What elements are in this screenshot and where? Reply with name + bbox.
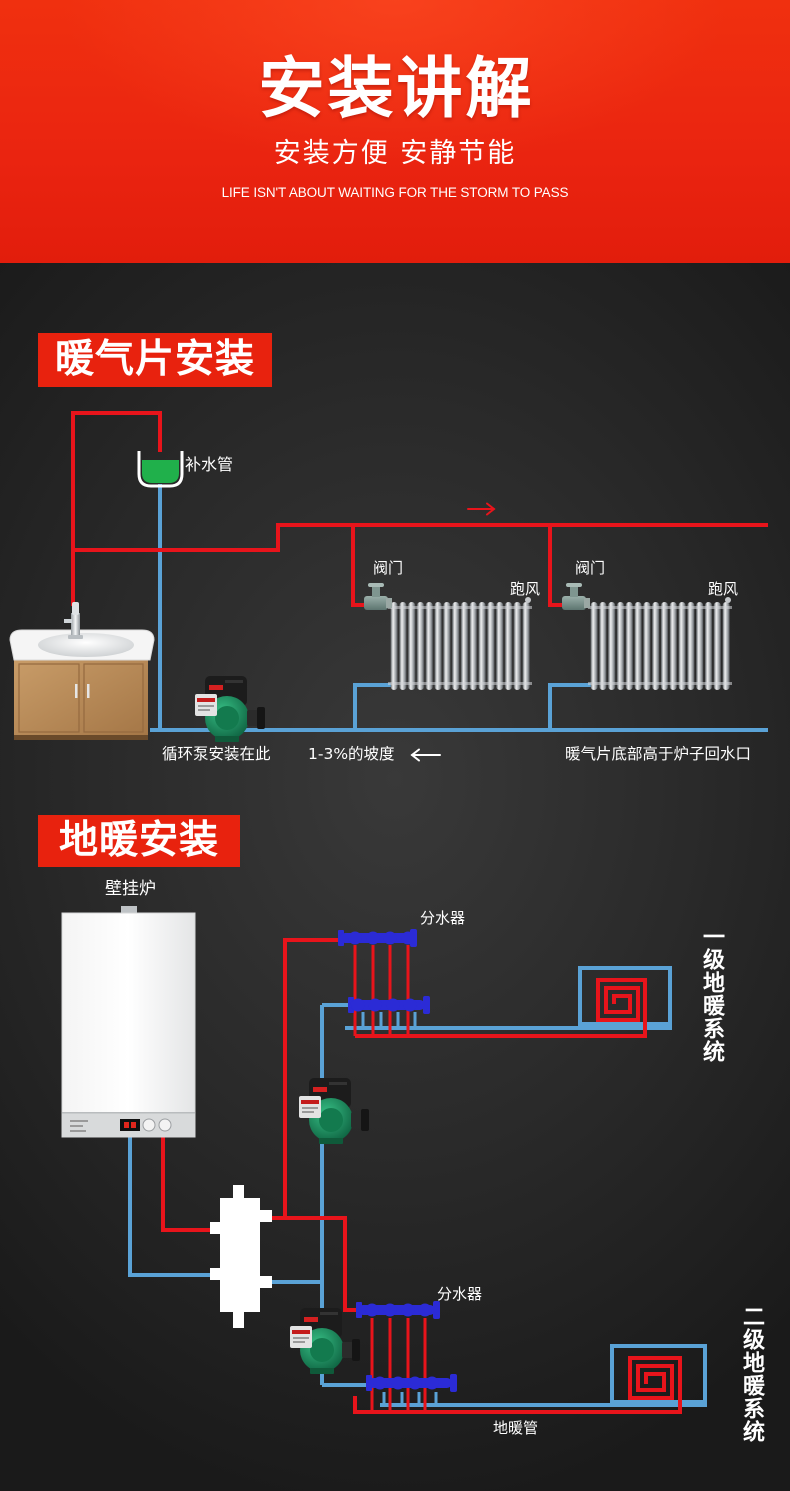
radiator-1 <box>388 597 532 690</box>
boiler-knob-icon <box>158 1118 172 1132</box>
floor-loop-2-return-line <box>380 1400 707 1407</box>
boiler-return-pipe <box>128 1137 212 1277</box>
radiator-supply-pipes <box>71 411 768 607</box>
boiler-display-segment <box>131 1122 136 1128</box>
manifold-2-supply-pipe <box>262 1216 360 1312</box>
cabinet-door-right <box>83 663 144 733</box>
cabinet-base <box>14 735 148 740</box>
manifold-supply-branches <box>353 945 427 1412</box>
manifold-2-return <box>366 1374 457 1392</box>
air-vent-2-label: 跑风 <box>708 580 739 598</box>
manifold-return-stubs <box>361 1012 438 1405</box>
system-1-label: 一级地暖系统 <box>699 925 724 1063</box>
floor-loop-2-return <box>610 1344 707 1404</box>
makeup-water-tank <box>137 451 184 488</box>
valve-2-label: 阀门 <box>575 559 606 577</box>
radiator-2-fins <box>590 602 730 690</box>
radiator-1-top-header <box>388 606 532 609</box>
floor-loop-1-return-line <box>345 1022 672 1030</box>
floor-loop-1-return <box>578 966 672 1026</box>
radiator-return-pipes <box>150 484 768 732</box>
radiator-valve-1-icon <box>364 583 392 610</box>
valve-1-label: 阀门 <box>373 559 404 577</box>
boiler-label: 壁挂炉 <box>105 879 156 899</box>
boiler-panel-mark <box>70 1130 86 1132</box>
floor-loop-1-supply <box>355 978 647 1038</box>
manifold-1-return <box>348 996 430 1014</box>
boiler-flue <box>121 906 137 914</box>
floor-supply-pipes <box>161 938 682 1414</box>
circulation-pump-system-1 <box>299 1078 369 1144</box>
radiator-2-top-header <box>588 606 732 609</box>
floor-pipe-label: 地暖管 <box>493 1419 539 1437</box>
radiator-2-supply-pipe <box>548 525 564 607</box>
radiator-2-bottom-header <box>588 682 732 685</box>
arrow-left-icon <box>410 748 441 762</box>
cabinet-door-left <box>18 663 80 733</box>
faucet-icon <box>64 602 83 639</box>
boiler-panel-mark <box>70 1120 88 1122</box>
manifold-1-label: 分水器 <box>420 909 466 927</box>
pump-location-label: 循环泵安装在此 <box>162 745 271 763</box>
radiator-1-return-pipe <box>353 683 392 730</box>
radiator-1-fins <box>390 602 530 690</box>
boiler-panel-edge <box>62 1112 195 1114</box>
wall-hung-boiler <box>61 906 196 1138</box>
manifold-1-supply <box>338 929 417 947</box>
slope-label: 1-3%的坡度 <box>308 745 395 763</box>
cabinet-handle-left <box>75 684 78 698</box>
radiator-2 <box>588 597 732 690</box>
air-vent-1-icon <box>525 597 531 603</box>
manifold-2-supply <box>356 1301 440 1319</box>
faucet-supply-pipe <box>71 411 162 606</box>
circulation-pump-system-2 <box>290 1308 360 1374</box>
boiler-display <box>120 1119 140 1131</box>
hydraulic-separator <box>210 1185 272 1328</box>
radiator-height-note: 暖气片底部高于炉子回水口 <box>565 745 752 763</box>
system-2-label: 二级地暖系统 <box>739 1305 764 1443</box>
boiler-knob-icon <box>142 1118 156 1132</box>
circulation-pump-radiator <box>195 676 265 742</box>
floor-return-pipes <box>128 966 707 1407</box>
manifold-2-label: 分水器 <box>437 1285 483 1303</box>
page-subtitle: 安装方便 安静节能 <box>273 138 517 169</box>
boiler-panel-mark <box>70 1125 83 1127</box>
boiler-supply-pipe <box>161 1137 212 1232</box>
boiler-display-segment <box>124 1122 129 1128</box>
air-vent-2-icon <box>725 597 731 603</box>
air-vent-1-label: 跑风 <box>510 580 541 598</box>
basin-bowl <box>38 633 134 657</box>
supply-main-pipe <box>73 523 768 552</box>
installation-content <box>0 263 790 1491</box>
hero-banner: 安装讲解 安装方便 安静节能 LIFE ISN'T ABOUT WAITING … <box>0 0 790 263</box>
makeup-water-level <box>142 460 179 483</box>
radiator-1-bottom-header <box>388 682 532 685</box>
boiler-body <box>61 912 196 1138</box>
radiator-valve-2-icon <box>562 583 590 610</box>
radiator-1-supply-pipe <box>351 525 366 607</box>
page-slogan: LIFE ISN'T ABOUT WAITING FOR THE STORM T… <box>221 185 569 200</box>
section-badge-floor-heating: 地暖安装 <box>38 815 240 867</box>
washbasin-cabinet <box>9 602 155 740</box>
manifold-1-supply-pipe <box>283 938 342 1218</box>
makeup-tank-outline <box>137 451 184 488</box>
floor-loop-2-supply <box>353 1356 682 1414</box>
radiator-2-return-pipe <box>548 683 592 730</box>
arrow-right-icon <box>467 502 496 516</box>
section-badge-radiator: 暖气片安装 <box>38 333 272 387</box>
makeup-pipe-label: 补水管 <box>185 455 234 474</box>
page-title: 安装讲解 <box>258 50 535 127</box>
cabinet-handle-right <box>87 684 90 698</box>
cabinet-body <box>14 656 148 738</box>
